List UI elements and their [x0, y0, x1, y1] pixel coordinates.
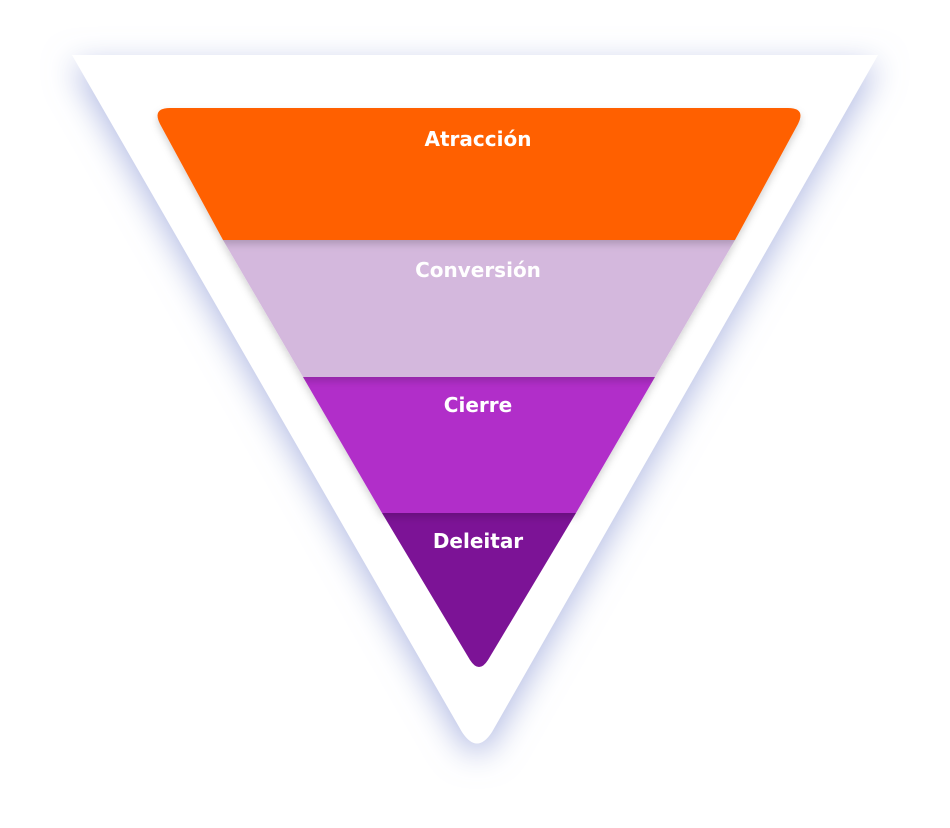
stage-label-deleitar: Deleitar [433, 529, 523, 553]
stage-label-cierre: Cierre [444, 393, 512, 417]
stage-label-conversion: Conversión [415, 258, 541, 282]
funnel-stage-cierre [303, 377, 655, 513]
stage-label-atraccion: Atracción [425, 127, 532, 151]
funnel-stage-deleitar [382, 513, 576, 667]
funnel-stage-atraccion [157, 108, 801, 240]
funnel-stage-conversion [223, 240, 735, 377]
